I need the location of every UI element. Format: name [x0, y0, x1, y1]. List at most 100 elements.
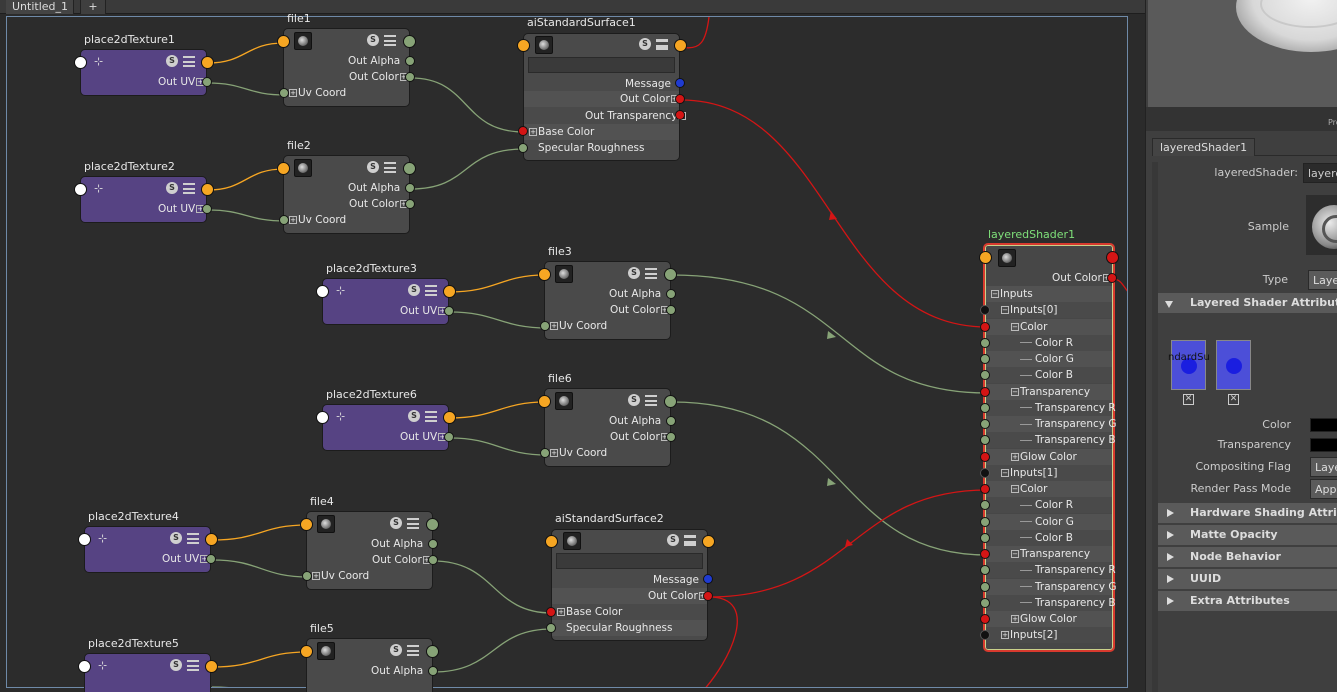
- render-pass-mode-dropdown[interactable]: Appl: [1310, 479, 1337, 499]
- out-transparency-port[interactable]: [675, 110, 685, 120]
- input-port[interactable]: [538, 395, 551, 408]
- layered-input-port[interactable]: [980, 354, 990, 364]
- s-badge-icon[interactable]: S: [367, 34, 379, 46]
- viewport-preview[interactable]: [1148, 0, 1337, 107]
- out-color-port[interactable]: [428, 555, 438, 565]
- output-port[interactable]: [443, 411, 456, 424]
- output-port[interactable]: [205, 533, 218, 546]
- section-matte-opacity[interactable]: Matte Opacity: [1158, 525, 1337, 545]
- uv-coord-port[interactable]: [279, 215, 289, 225]
- layered-input-port[interactable]: [980, 516, 990, 527]
- layered-input-port[interactable]: [980, 614, 990, 624]
- out-uv-port[interactable]: [202, 77, 212, 87]
- output-port[interactable]: [201, 56, 214, 69]
- input-port[interactable]: [979, 251, 992, 264]
- menu-icon[interactable]: [645, 268, 657, 279]
- out-uv-port[interactable]: [444, 432, 454, 442]
- menu-icon[interactable]: [384, 35, 396, 46]
- menu-icon[interactable]: [384, 162, 396, 173]
- layered-input-port[interactable]: [980, 565, 990, 576]
- sample-swatch[interactable]: [1306, 195, 1337, 255]
- expand-toggle-icon[interactable]: −: [1011, 485, 1019, 493]
- remove-layer-icon[interactable]: ✕: [1183, 394, 1194, 405]
- output-port[interactable]: [664, 395, 677, 408]
- output-port[interactable]: [443, 285, 456, 298]
- menu-icon[interactable]: [187, 533, 199, 544]
- s-badge-icon[interactable]: S: [667, 534, 679, 546]
- input-port[interactable]: [538, 268, 551, 281]
- input-port[interactable]: [277, 162, 290, 175]
- input-port[interactable]: [300, 518, 313, 531]
- out-color-port[interactable]: [1107, 273, 1117, 283]
- s-badge-icon[interactable]: S: [408, 410, 420, 422]
- expand-toggle-icon[interactable]: −: [1011, 387, 1019, 396]
- out-alpha-port[interactable]: [428, 666, 438, 676]
- uv-coord-port[interactable]: [540, 448, 550, 458]
- expand-toggle-icon[interactable]: +: [1011, 615, 1019, 623]
- layered-input-port[interactable]: [980, 549, 990, 559]
- expand-toggle-icon[interactable]: +: [1011, 452, 1019, 461]
- output-port[interactable]: [403, 162, 416, 175]
- specular-roughness-port[interactable]: [518, 143, 528, 153]
- output-port[interactable]: [403, 35, 416, 48]
- layered-input-port[interactable]: [980, 435, 990, 446]
- layered-input-port[interactable]: [980, 500, 990, 511]
- layer-swatch[interactable]: [1171, 340, 1206, 390]
- expand-toggle-icon[interactable]: −: [1001, 306, 1009, 315]
- output-port[interactable]: [664, 268, 677, 281]
- out-uv-port[interactable]: [202, 204, 212, 214]
- expand-toggle-icon[interactable]: −: [1001, 468, 1009, 477]
- menu-icon[interactable]: [187, 660, 199, 671]
- message-port[interactable]: [703, 574, 713, 584]
- remove-layer-icon[interactable]: ✕: [1228, 394, 1239, 405]
- layered-input-port[interactable]: [980, 337, 990, 348]
- s-badge-icon[interactable]: S: [390, 517, 402, 529]
- output-port[interactable]: [426, 645, 439, 658]
- base-color-port[interactable]: [518, 126, 528, 136]
- transparency-swatch[interactable]: [1310, 438, 1337, 452]
- out-color-port[interactable]: [405, 72, 415, 82]
- side-scrollbar[interactable]: [1152, 162, 1158, 692]
- input-port[interactable]: [74, 56, 87, 69]
- layered-input-port[interactable]: [980, 484, 990, 494]
- compositing-flag-dropdown[interactable]: Layer: [1310, 457, 1337, 477]
- s-badge-icon[interactable]: S: [170, 532, 182, 544]
- section-uuid[interactable]: UUID: [1158, 569, 1337, 589]
- type-dropdown[interactable]: Layer: [1308, 270, 1337, 290]
- input-port[interactable]: [74, 183, 87, 196]
- menu-icon[interactable]: [183, 183, 195, 194]
- out-alpha-port[interactable]: [666, 289, 676, 299]
- layered-input-port[interactable]: [980, 630, 990, 641]
- input-port[interactable]: [78, 533, 91, 546]
- output-port[interactable]: [702, 535, 715, 548]
- section-node-behavior[interactable]: Node Behavior: [1158, 547, 1337, 567]
- s-badge-icon[interactable]: S: [628, 267, 640, 279]
- base-color-port[interactable]: [546, 607, 556, 617]
- layered-input-port[interactable]: [980, 597, 990, 608]
- output-port[interactable]: [1106, 251, 1119, 264]
- layered-input-port[interactable]: [980, 419, 990, 429]
- s-badge-icon[interactable]: S: [408, 284, 420, 296]
- expand-toggle-icon[interactable]: −: [1011, 322, 1019, 331]
- output-port[interactable]: [205, 660, 218, 673]
- s-badge-icon[interactable]: S: [170, 659, 182, 671]
- specular-roughness-port[interactable]: [546, 623, 556, 633]
- output-port[interactable]: [201, 183, 214, 196]
- out-alpha-port[interactable]: [428, 539, 438, 549]
- s-badge-icon[interactable]: S: [166, 55, 178, 67]
- section-layered-shader-attributes[interactable]: Layered Shader Attributes: [1158, 293, 1337, 313]
- layered-input-port[interactable]: [980, 305, 990, 316]
- section-extra-attributes[interactable]: Extra Attributes: [1158, 591, 1337, 611]
- tab-untitled[interactable]: Untitled_1: [6, 0, 74, 14]
- input-port[interactable]: [316, 285, 329, 298]
- input-port[interactable]: [545, 535, 558, 548]
- layered-input-port[interactable]: [980, 467, 990, 478]
- layered-input-port[interactable]: [980, 451, 990, 462]
- uv-coord-port[interactable]: [540, 321, 550, 331]
- input-port[interactable]: [300, 645, 313, 658]
- s-badge-icon[interactable]: S: [639, 38, 651, 50]
- s-badge-icon[interactable]: S: [628, 394, 640, 406]
- out-alpha-port[interactable]: [666, 416, 676, 426]
- input-port[interactable]: [517, 39, 530, 52]
- layered-input-port[interactable]: [980, 370, 990, 381]
